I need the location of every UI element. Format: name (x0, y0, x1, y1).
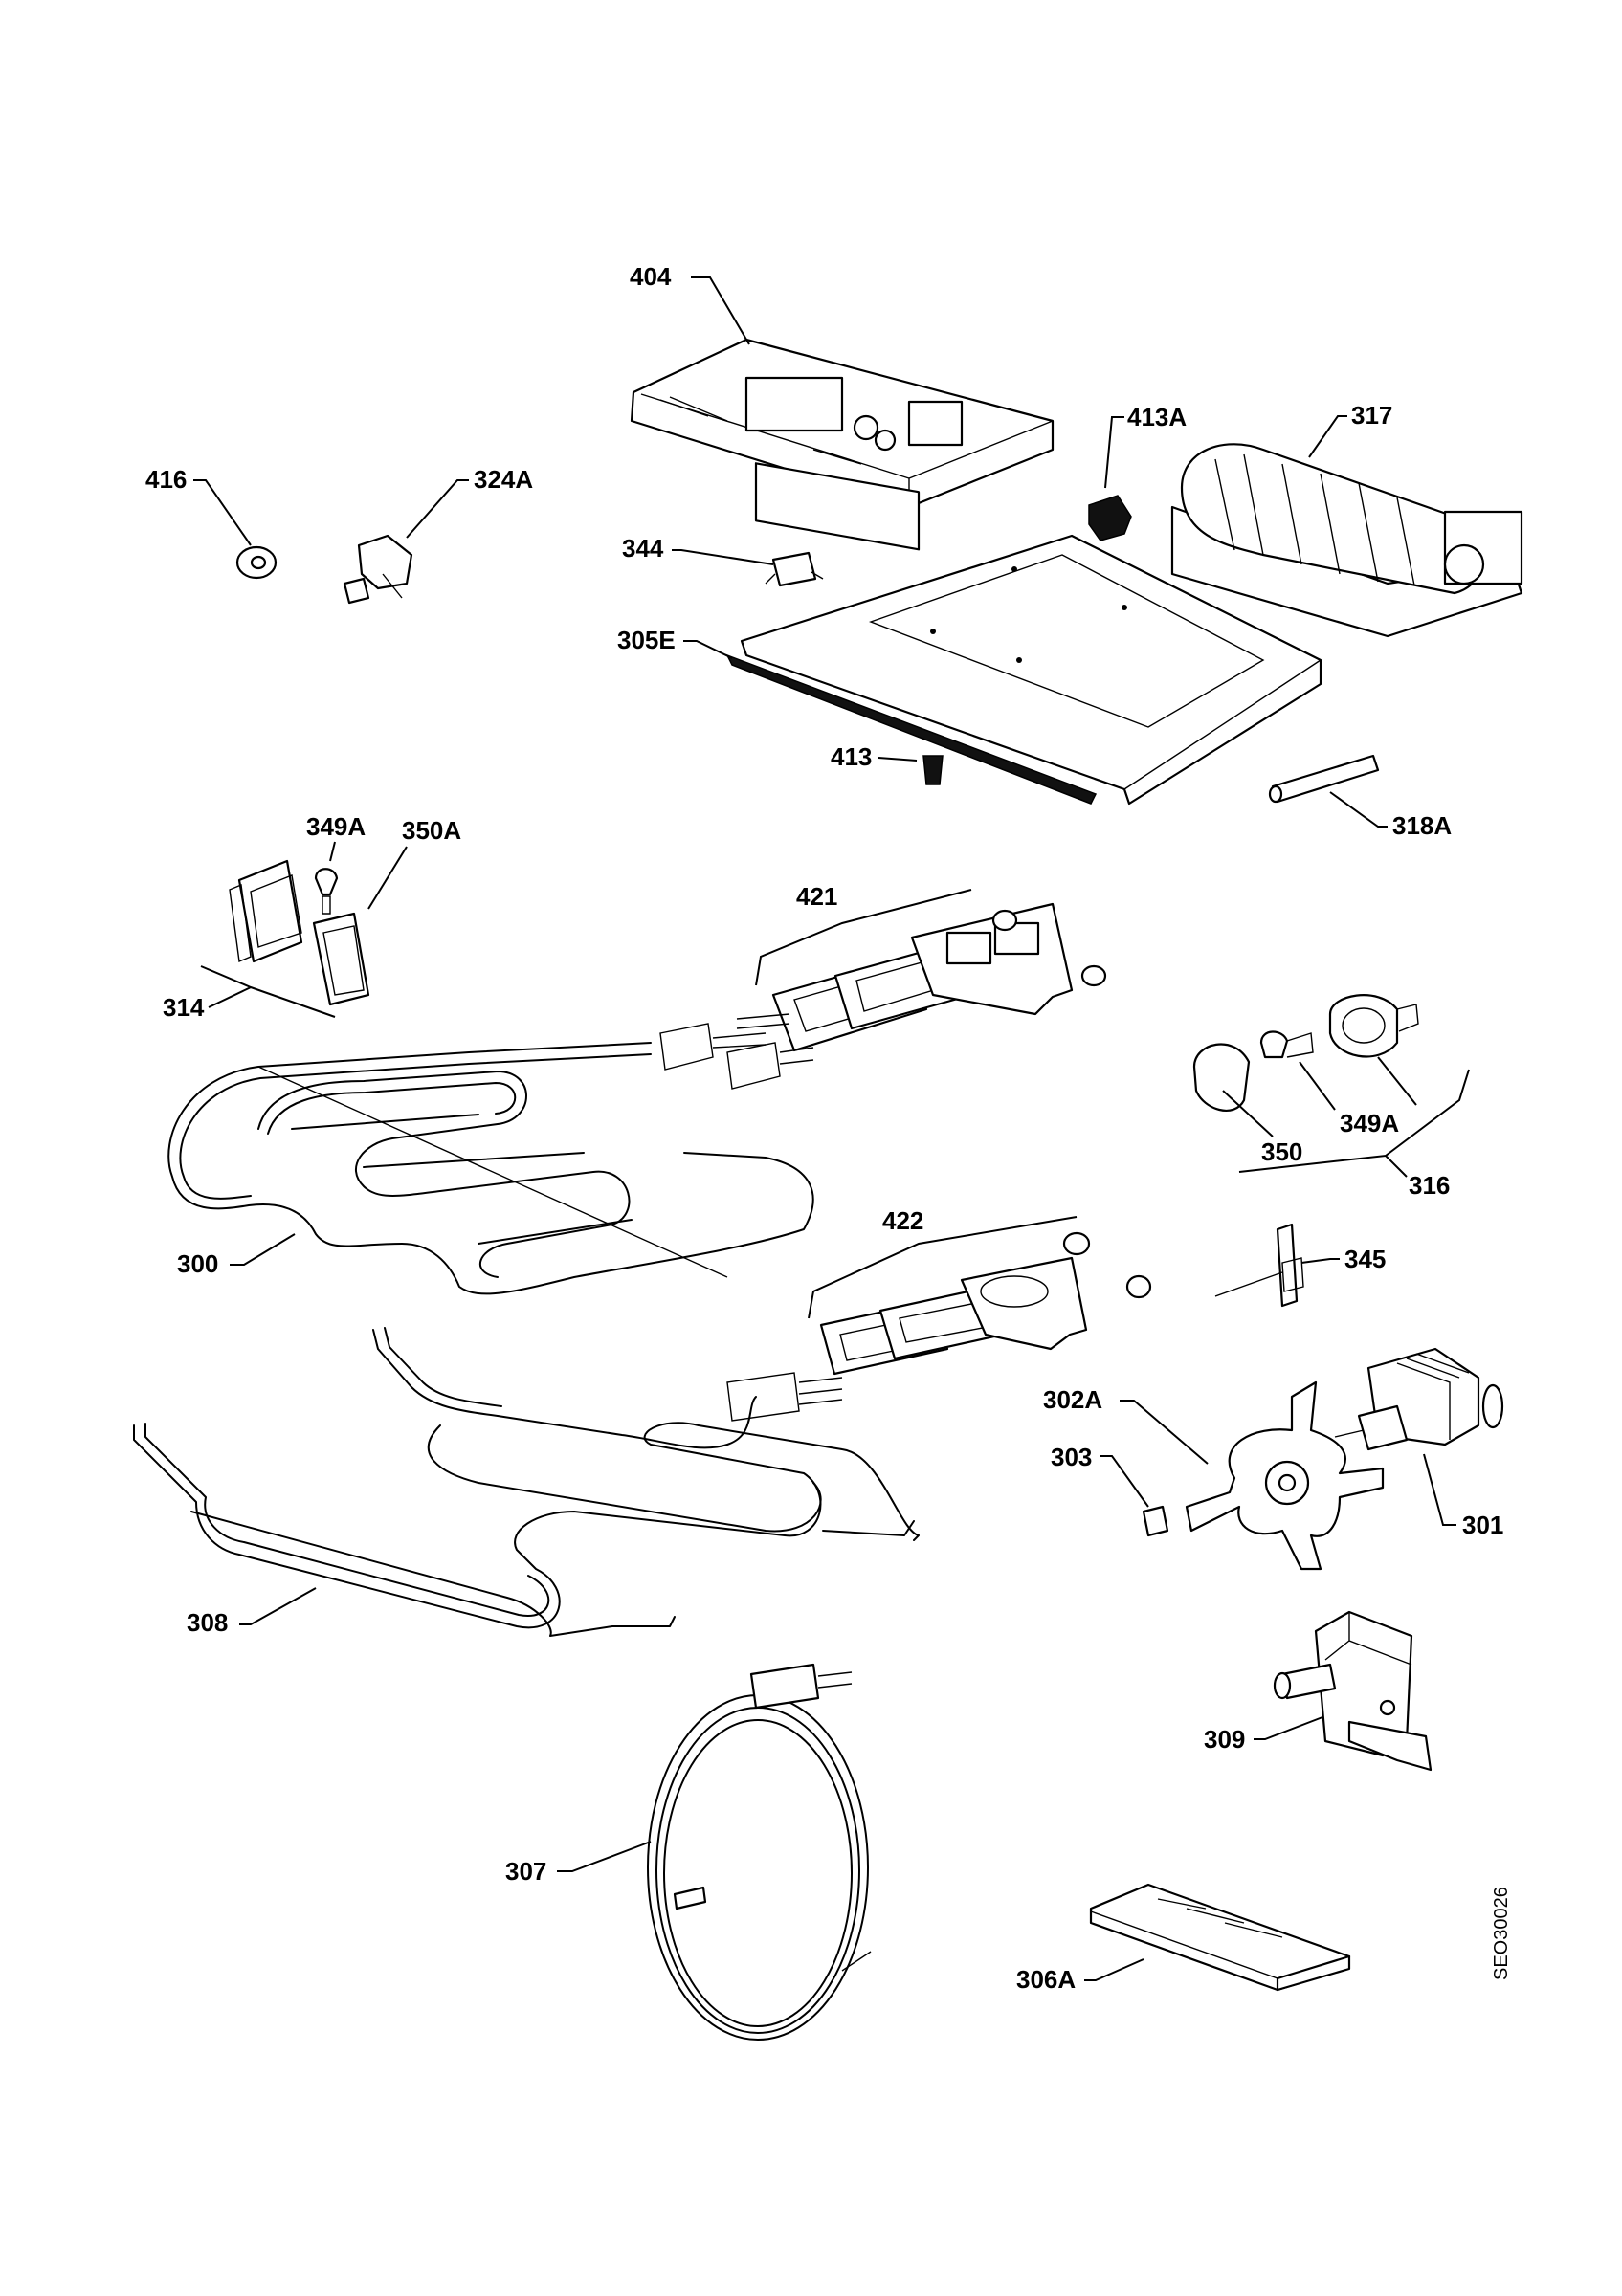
label-306A: 306A (1016, 1965, 1076, 1994)
label-344: 344 (622, 534, 664, 563)
label-318A: 318A (1392, 811, 1452, 840)
label-300: 300 (177, 1249, 218, 1278)
part-307-circular-element[interactable] (647, 1663, 872, 2041)
part-413A-connector[interactable] (1088, 495, 1132, 541)
leader-422 (808, 1216, 1078, 1319)
leader-301 (1423, 1453, 1456, 1526)
leader-413 (878, 757, 918, 762)
part-302A-fan-blade[interactable] (1185, 1380, 1385, 1571)
leader-416 (193, 479, 252, 546)
label-416: 416 (145, 465, 187, 494)
drawing-code: SEO30026 (1491, 1887, 1512, 1980)
part-316-lamp-set[interactable] (1192, 994, 1419, 1112)
leader-307 (557, 1841, 652, 1872)
part-413-screw[interactable] (922, 755, 944, 785)
label-314: 314 (163, 993, 205, 1022)
part-317-tangential-fan[interactable] (1170, 443, 1523, 638)
part-344-relay[interactable] (765, 551, 824, 587)
leader-316-branch (1377, 1056, 1417, 1106)
label-345: 345 (1344, 1245, 1386, 1273)
part-416-spacer[interactable] (235, 545, 278, 580)
label-316: 316 (1409, 1171, 1450, 1200)
leader-421 (755, 889, 972, 986)
leader-404 (691, 276, 750, 345)
leader-306A (1084, 1958, 1144, 1981)
label-421: 421 (796, 882, 837, 911)
label-301: 301 (1462, 1511, 1503, 1539)
part-303-nut[interactable] (1142, 1505, 1169, 1537)
label-349A-top: 349A (306, 812, 366, 841)
label-309: 309 (1204, 1725, 1245, 1754)
part-301-fan-motor[interactable] (1334, 1347, 1504, 1451)
part-318A-rod[interactable] (1268, 754, 1380, 804)
part-421-gasket-set[interactable] (771, 902, 1107, 1052)
leader-303 (1100, 1455, 1149, 1508)
leader-318A (1329, 791, 1388, 828)
leader-314 (200, 965, 336, 1018)
leader-316 (1238, 1069, 1470, 1178)
label-303: 303 (1051, 1443, 1092, 1471)
label-413: 413 (831, 742, 872, 771)
label-302A: 302A (1043, 1385, 1102, 1414)
label-350A: 350A (402, 816, 461, 845)
leader-350A (367, 846, 408, 910)
leader-308 (239, 1587, 317, 1625)
leader-300 (230, 1233, 296, 1266)
label-422: 422 (882, 1206, 923, 1235)
part-404-control-board[interactable] (630, 338, 1055, 551)
part-345-probe[interactable] (1214, 1223, 1304, 1308)
part-305E-cover-plate[interactable] (725, 534, 1322, 806)
leader-345 (1300, 1258, 1340, 1264)
label-305E: 305E (617, 626, 676, 654)
leader-305E (683, 640, 733, 659)
leader-349A-top (329, 841, 336, 862)
leader-324A (406, 479, 469, 539)
leader-344 (672, 549, 774, 565)
part-300-grill-element[interactable] (167, 1013, 814, 1295)
label-317: 317 (1351, 401, 1392, 430)
label-404: 404 (630, 262, 672, 291)
label-307: 307 (505, 1857, 546, 1886)
part-308-bottom-element[interactable] (133, 1327, 920, 1637)
part-324A-sensor[interactable] (343, 534, 413, 605)
part-309-switch[interactable] (1273, 1610, 1433, 1772)
label-350: 350 (1261, 1137, 1302, 1166)
leader-413A (1104, 416, 1124, 489)
label-324A: 324A (474, 465, 533, 494)
leader-309 (1254, 1716, 1323, 1740)
leader-350 (1222, 1090, 1274, 1137)
leader-302A (1120, 1400, 1209, 1465)
part-306A-bottom-cover[interactable] (1089, 1883, 1351, 1992)
part-314-lamp-assembly[interactable] (229, 859, 370, 1006)
label-413A: 413A (1127, 403, 1187, 431)
leader-349A-right (1299, 1061, 1336, 1111)
leader-317 (1308, 415, 1347, 458)
label-349A-right: 349A (1340, 1109, 1399, 1137)
label-308: 308 (187, 1608, 228, 1637)
part-422-terminal-set[interactable] (819, 1231, 1152, 1376)
